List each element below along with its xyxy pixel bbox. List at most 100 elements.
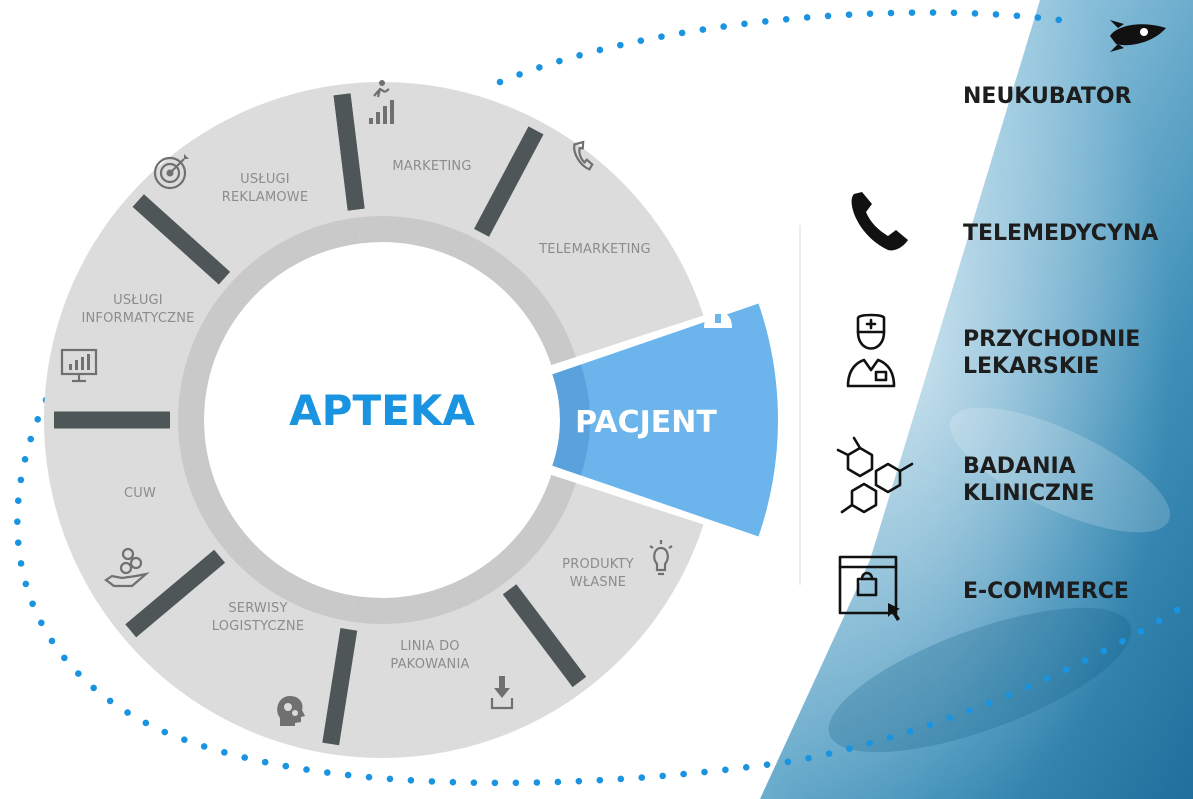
segment-inner-band — [225, 534, 355, 622]
segment-inner-band — [357, 216, 478, 263]
loop-dot — [491, 779, 499, 787]
loop-dot — [261, 758, 269, 766]
loop-dot — [48, 637, 56, 645]
loop-dot — [701, 768, 708, 776]
loop-dot — [1155, 617, 1163, 625]
loop-dot — [596, 46, 604, 54]
target-icon — [153, 154, 189, 190]
loop-dot — [496, 78, 504, 86]
loop-dot — [1005, 691, 1012, 699]
loop-dot — [282, 762, 290, 770]
loop-dot — [845, 11, 853, 18]
loop-dot — [680, 770, 687, 778]
molecules-icon — [836, 436, 914, 514]
loop-dot — [1034, 14, 1042, 21]
active-segment-fill — [552, 303, 778, 537]
monitor-chart-icon — [60, 348, 98, 383]
loop-dot — [1013, 12, 1021, 20]
loop-dot — [38, 619, 45, 627]
segment-inner-band — [230, 217, 361, 301]
active-segment-pacjent[interactable]: PACJENT — [552, 303, 778, 537]
active-segment-label: PACJENT — [575, 405, 717, 440]
wheel-segment-5[interactable] — [43, 420, 246, 638]
loop-dot — [365, 773, 373, 781]
wheel-segment-2[interactable] — [489, 475, 704, 690]
nurse-icon — [846, 313, 896, 388]
loop-dot — [142, 719, 150, 727]
loop-dot — [516, 71, 523, 78]
head-gears-icon — [277, 696, 305, 726]
hand-coins-icon — [104, 547, 150, 588]
loop-dot — [762, 18, 769, 25]
loop-dot — [763, 761, 771, 768]
separator-1 — [474, 126, 544, 237]
loop-dot — [34, 415, 42, 423]
loop-dot — [449, 778, 457, 786]
loop-dot — [554, 778, 562, 786]
wheel-segment-7[interactable] — [130, 84, 361, 301]
loop-dot — [678, 29, 686, 37]
loop-dot — [886, 734, 894, 741]
right-item-label-1: TELEMEDYCYNA — [963, 221, 1158, 246]
segment-inner-band — [178, 283, 250, 420]
loop-dot — [556, 57, 563, 65]
active-segment-inner-band — [552, 364, 591, 476]
loop-dot — [992, 11, 1000, 18]
download-box-icon — [490, 676, 514, 710]
loop-dot — [596, 776, 604, 784]
right-item-label-4: E-COMMERCE — [963, 579, 1129, 604]
loop-dot — [637, 37, 645, 44]
separator-2 — [502, 584, 587, 688]
loop-dot — [908, 9, 916, 16]
loop-dot — [90, 684, 97, 692]
loop-dot — [124, 709, 131, 716]
loop-dot — [658, 33, 665, 40]
online-shop-icon — [838, 555, 900, 621]
doctor-avatar-icon — [704, 293, 732, 328]
loop-dot — [533, 779, 541, 786]
loop-dot — [17, 560, 25, 567]
running-chart-icon — [369, 80, 394, 124]
loop-dot — [722, 766, 729, 774]
loop-dot — [536, 64, 543, 71]
background-photo — [760, 0, 1193, 799]
loop-dot — [14, 497, 22, 505]
separator-6 — [132, 194, 231, 285]
loop-dot — [741, 20, 748, 28]
loop-dot — [14, 539, 22, 546]
loop-dot — [805, 754, 812, 762]
separator-7 — [333, 93, 365, 211]
loop-dot — [324, 769, 331, 776]
rocket-icon — [1110, 20, 1166, 52]
segment-inner-band — [489, 475, 577, 583]
loop-dot — [512, 779, 520, 787]
loop-dot — [22, 580, 30, 588]
loop-dot — [576, 51, 583, 59]
wheel-segment-1[interactable] — [465, 121, 704, 365]
loop-dot — [1100, 647, 1108, 655]
loop-dot — [344, 771, 352, 779]
loop-dot — [617, 775, 625, 783]
phone-handset-icon — [851, 192, 908, 251]
loop-dot — [1055, 16, 1063, 24]
loop-dot — [241, 754, 248, 761]
segment-label-0: MARKETING — [392, 159, 471, 174]
loop-dot — [181, 736, 188, 743]
loop-dot — [1062, 666, 1070, 673]
lightbulb-icon — [649, 540, 673, 576]
loop-dot — [200, 743, 208, 750]
wheel-segment-0[interactable] — [340, 82, 541, 263]
loop-dot — [21, 456, 29, 463]
loop-dot — [866, 10, 874, 17]
dotted-loop-path — [14, 9, 1181, 787]
segment-inner-band — [465, 239, 577, 365]
loop-dot — [742, 764, 750, 771]
loop-dot — [221, 749, 228, 756]
